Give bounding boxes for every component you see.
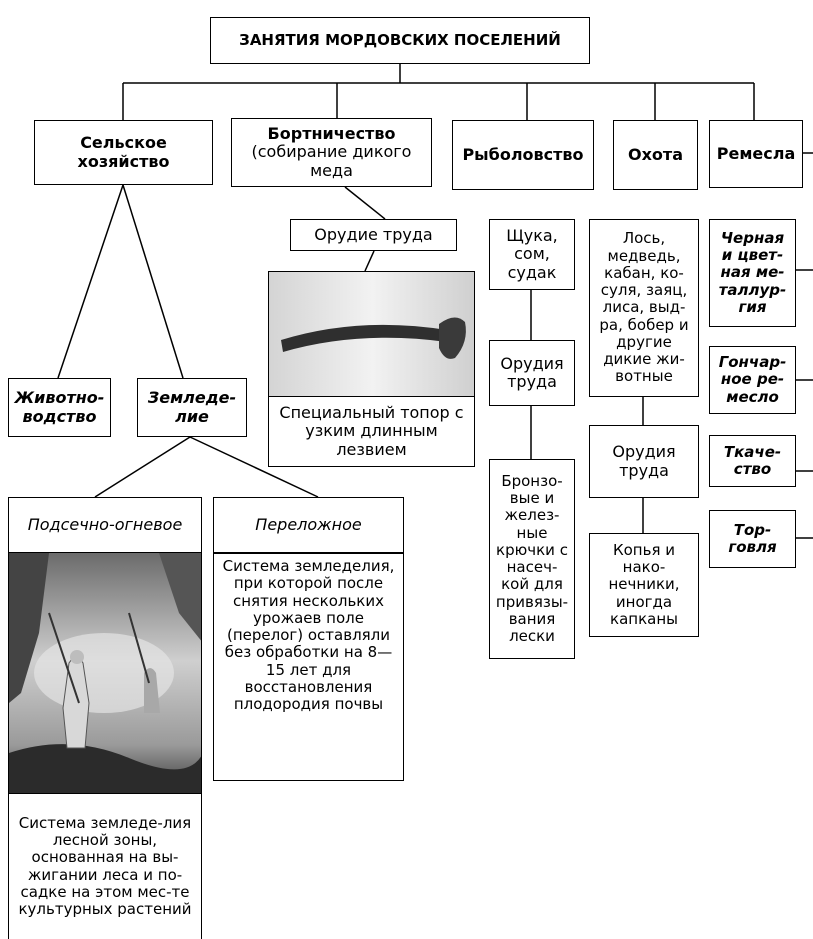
axe-photo [268, 271, 475, 396]
crafts-node: Ремесла [709, 120, 803, 188]
livestock-node: Животно-водство [8, 378, 111, 437]
beekeeping-title: Бортничество [267, 123, 396, 143]
beekeeping-subtitle: (собирание дикого меда [251, 142, 412, 180]
axe-image [269, 272, 474, 396]
hunting-animals: Лось, медведь, кабан, ко-суля, заяц, лис… [589, 219, 699, 397]
craft-pottery: Гончар-ное ре-месло [709, 346, 796, 414]
craft-weaving: Ткаче-ство [709, 435, 796, 487]
fishing-node: Рыболовство [452, 120, 594, 190]
burning-field-image [9, 553, 201, 793]
hunting-node: Охота [613, 120, 698, 190]
fishing-tools-label: Орудия труда [489, 340, 575, 406]
agriculture-node: Сельское хозяйство [34, 120, 213, 185]
craft-metallurgy: Черная и цвет-ная ме-таллур-гия [709, 219, 796, 327]
farming-node: Земледе-лие [137, 378, 247, 437]
fishing-tools-desc: Бронзо-вые и желез-ные крючки с насеч-ко… [489, 459, 575, 659]
fishing-species: Щука, сом, судак [489, 219, 575, 290]
fallow-title: Переложное [213, 497, 404, 553]
beekeeping-node: Бортничество (собирание дикого меда [231, 118, 432, 187]
hunting-tools-desc: Копья и нако-нечники, иногда капканы [589, 533, 699, 637]
hunting-tools-label: Орудия труда [589, 425, 699, 498]
fallow-desc: Система земледелия, при которой после сн… [213, 553, 404, 781]
slash-burn-title: Подсечно-огневое [8, 497, 202, 553]
root-node: ЗАНЯТИЯ МОРДОВСКИХ ПОСЕЛЕНИЙ [210, 17, 590, 64]
beekeeping-tool-desc: Специальный топор с узким длинным лезвие… [268, 396, 475, 467]
slash-burn-photo [8, 553, 202, 793]
craft-trade: Тор-говля [709, 510, 796, 568]
beekeeping-tool-label: Орудие труда [290, 219, 457, 251]
slash-burn-desc: Система земледе-лия лесной зоны, основан… [8, 793, 202, 939]
